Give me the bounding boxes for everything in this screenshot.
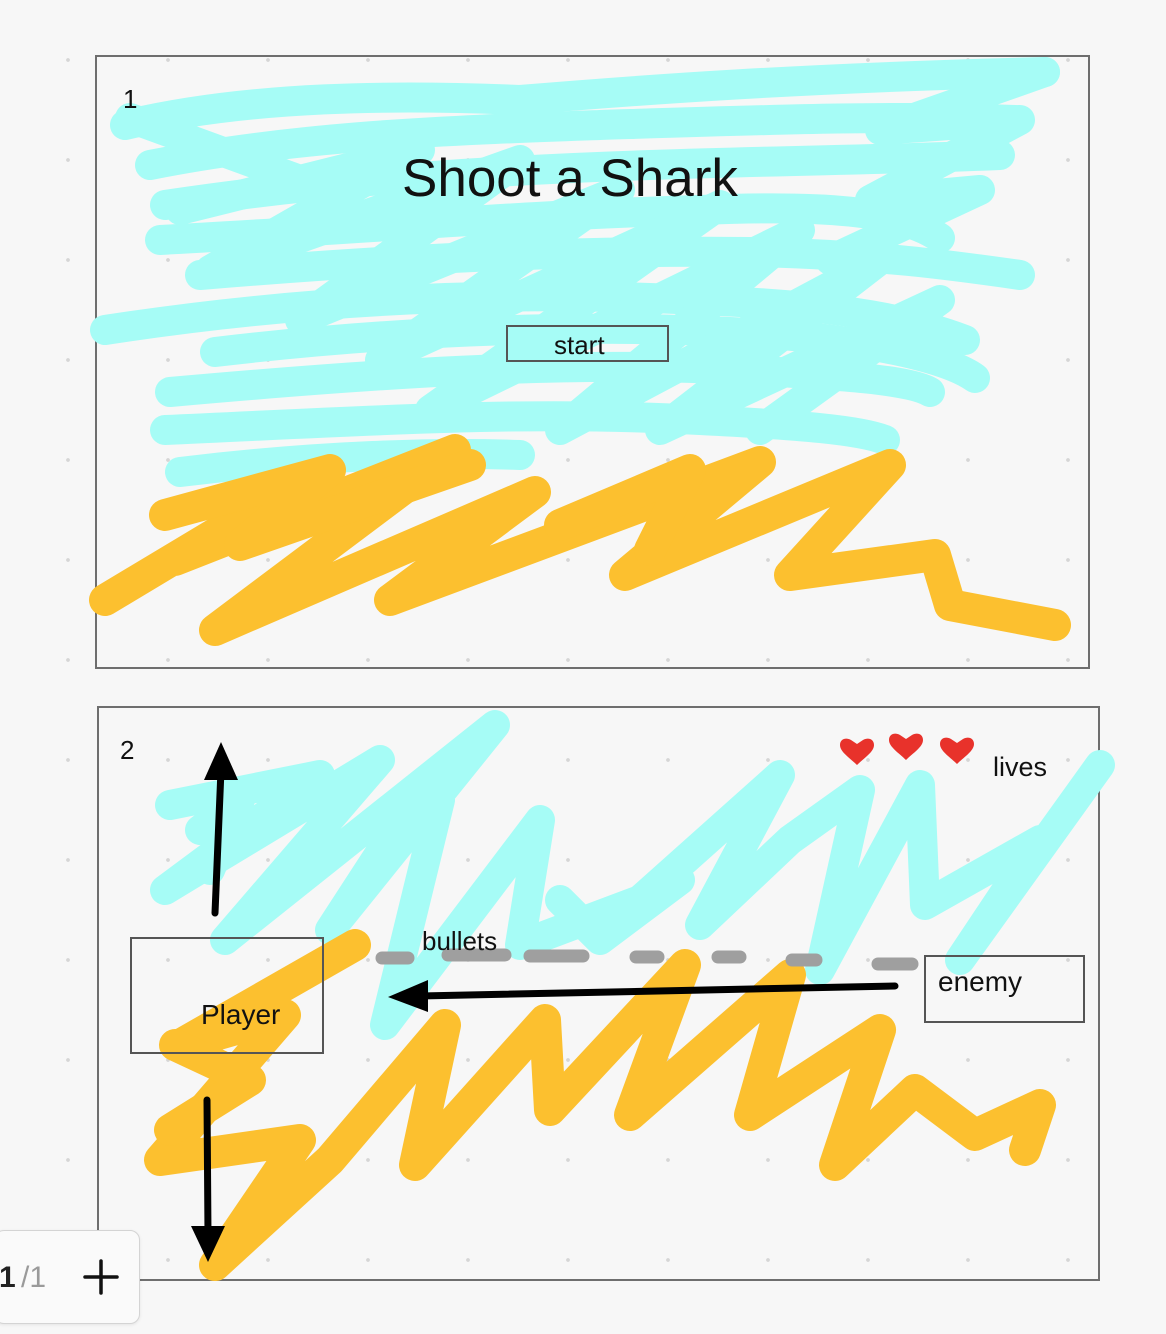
frame-1-title-screen[interactable] xyxy=(95,55,1090,669)
current-page-number: 1 xyxy=(0,1261,16,1294)
bullets-label: bullets xyxy=(422,926,498,956)
start-button-label: start xyxy=(554,330,605,360)
player-box[interactable]: Player xyxy=(130,937,324,1054)
frame-2-number: 2 xyxy=(120,735,135,765)
plus-icon xyxy=(83,1259,119,1295)
game-title: Shoot a Shark xyxy=(402,149,738,208)
add-page-button[interactable] xyxy=(81,1257,121,1297)
total-pages: /1 xyxy=(21,1261,47,1294)
player-label: Player xyxy=(201,999,281,1030)
page-navigator: 1 /1 xyxy=(0,1230,140,1324)
enemy-box[interactable]: enemy xyxy=(924,955,1085,1023)
frame-1-number: 1 xyxy=(123,84,138,114)
enemy-label: enemy xyxy=(938,966,1023,997)
start-button[interactable]: start xyxy=(506,325,669,362)
lives-label: lives xyxy=(993,752,1048,782)
